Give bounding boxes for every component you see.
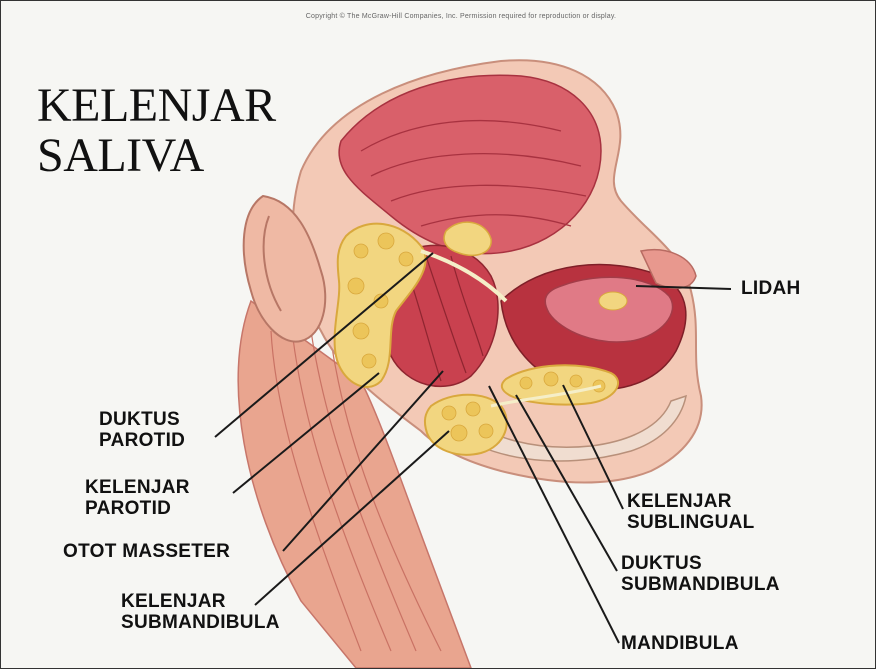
label-duktus-submandibula: DUKTUS SUBMANDIBULA <box>621 553 780 595</box>
label-kelenjar-sublingual: KELENJAR SUBLINGUAL <box>627 491 755 533</box>
label-kelenjar-submandibula: KELENJAR SUBMANDIBULA <box>121 591 280 633</box>
label-kelenjar-parotid: KELENJAR PAROTID <box>85 477 190 519</box>
label-mandibula: MANDIBULA <box>621 633 739 654</box>
label-duktus-parotid: DUKTUS PAROTID <box>99 409 185 451</box>
label-otot-masseter: OTOT MASSETER <box>63 541 230 562</box>
label-lidah: LIDAH <box>741 278 801 299</box>
